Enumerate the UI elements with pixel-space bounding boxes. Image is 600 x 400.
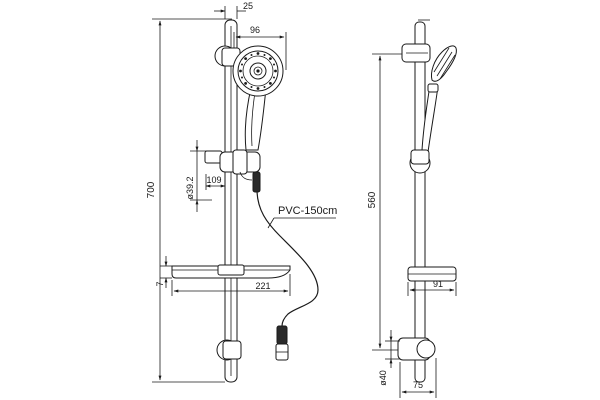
shower-head: [232, 45, 284, 97]
dimension-shelf-thickness: 7: [155, 256, 172, 288]
dimension-top-offset: 25: [214, 1, 253, 19]
hose-label: PVC-150cm: [267, 205, 337, 229]
nozzle-ring: [239, 52, 277, 90]
dimension-head-diameter: 96: [233, 25, 287, 70]
dimension-head-diameter-label: 96: [250, 25, 260, 35]
side-soap-shelf: [407, 266, 457, 282]
dimension-holder-projection: 109: [205, 174, 226, 190]
dimension-bar-diameter-label: ø40: [378, 370, 388, 386]
dimension-total-height: 700: [146, 18, 232, 383]
dimension-bracket-spacing: 560: [367, 53, 402, 351]
hose-label-text: PVC-150cm: [278, 205, 337, 217]
side-sliding-holder: [409, 149, 431, 174]
dimension-base-projection-label: 75: [413, 380, 423, 390]
side-bottom-bracket: [397, 337, 436, 361]
dimension-base-projection: 75: [399, 358, 437, 398]
dimension-top-offset-label: 25: [243, 1, 253, 11]
top-wall-bracket: [214, 45, 241, 67]
shower-handle: [244, 87, 267, 151]
front-view: 700 25 96: [146, 1, 337, 383]
dimension-holder-projection-label: 109: [206, 175, 221, 185]
dimension-shelf-length: 221: [171, 274, 291, 296]
dimension-shelf-depth-label: 91: [433, 279, 443, 289]
dimension-holder-diameter: ø39.2: [185, 140, 212, 212]
dimension-bar-diameter: ø40: [378, 330, 400, 386]
side-top-bracket: [401, 43, 431, 63]
dimension-shelf-thickness-label: 7: [155, 281, 165, 286]
soap-shelf: [171, 264, 291, 279]
bottom-wall-bracket: [216, 339, 242, 361]
dimension-total-height-label: 700: [146, 181, 157, 198]
side-view: 560: [367, 19, 457, 398]
sliding-holder: [204, 149, 261, 181]
dimension-shelf-length-label: 221: [255, 281, 270, 291]
dimension-bracket-spacing-label: 560: [367, 191, 378, 208]
dimension-shelf-depth: 91: [407, 279, 457, 296]
side-slide-bar: [414, 21, 426, 383]
dimension-holder-diameter-label: ø39.2: [185, 176, 195, 199]
